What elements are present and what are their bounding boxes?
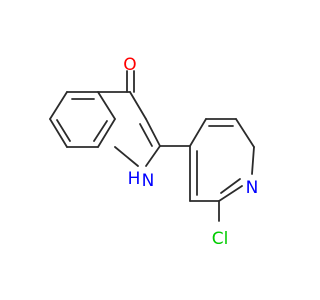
nh-hydrogen-label: H [128, 169, 141, 189]
pyridine-nitrogen-label: N [246, 178, 259, 198]
benzo-ring [49, 91, 116, 148]
bond-double-inner [139, 123, 153, 147]
bond [145, 145, 161, 167]
bond [129, 91, 147, 120]
pyridine-ring [189, 118, 255, 202]
bond [145, 118, 161, 147]
nh-atom-group: N H [128, 169, 155, 191]
bond [97, 118, 116, 148]
bond-double-inner [56, 119, 71, 142]
bond-double-inner [220, 178, 241, 194]
bond [49, 91, 68, 120]
bond [218, 185, 243, 202]
structure-canvas: O N H N Cl [49, 55, 259, 249]
pyridinone-ring [97, 70, 161, 167]
bond [114, 146, 139, 167]
bond-double-inner [93, 120, 108, 142]
bond [49, 118, 68, 148]
chlorine-atom-label: Cl [212, 229, 229, 249]
bond [235, 118, 255, 148]
bond [189, 118, 207, 147]
molecule-structure: O N H N Cl [49, 55, 259, 249]
nh-nitrogen-label: N [142, 171, 155, 191]
oxygen-atom-label: O [123, 55, 136, 75]
bond [251, 146, 255, 175]
bond [97, 91, 116, 120]
